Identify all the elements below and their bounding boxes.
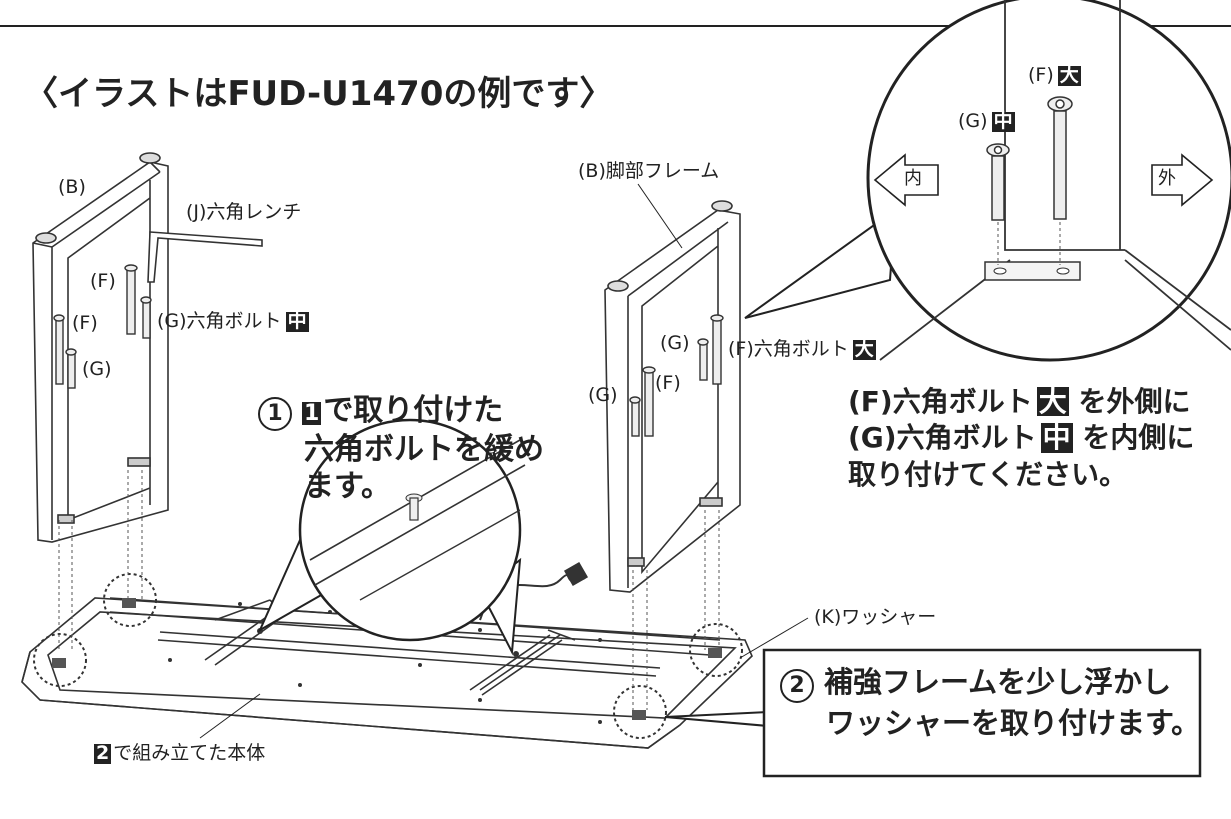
label-f-right: (F)六角ボルト大: [728, 338, 876, 360]
right-bolts: [629, 314, 724, 437]
note-line-2-pre: (G)六角ボルト: [848, 421, 1037, 455]
zoom-label-f-box: 大: [1057, 64, 1081, 86]
page-title: 〈イラストはFUD-U1470の例です〉: [24, 74, 614, 114]
step1-number: 1: [258, 397, 292, 431]
step1-magnifier: [257, 418, 526, 656]
left-leg-frame: [32, 152, 169, 543]
label-g-left-lower: (G): [82, 358, 112, 380]
zoom-label-f-text: (F): [1028, 64, 1054, 86]
step2-line-1: 2 補強フレームを少し浮かし: [780, 662, 1200, 703]
label-f-right-size-box: 大: [852, 338, 876, 360]
zoom-bolt-f: [1047, 96, 1073, 220]
zoom-label-f: (F)大: [1028, 64, 1081, 86]
right-guides: [632, 510, 720, 710]
body-rim: [21, 651, 681, 749]
note-line-1: (F)六角ボルト大 を外側に: [848, 384, 1194, 420]
label-b-left: (B): [58, 176, 86, 198]
body-inner-edge: [47, 611, 737, 719]
reinforce-cross: [204, 603, 563, 696]
label-body-num-box: 2: [94, 742, 112, 764]
zoom-plate: [984, 261, 1081, 281]
label-f-right-lower: (F): [655, 372, 681, 394]
body-leader: [199, 693, 261, 739]
step2-number: 2: [780, 669, 814, 703]
k-leader: [739, 617, 809, 659]
left-bolts: [53, 264, 152, 389]
zoom-label-g-box: 中: [991, 110, 1015, 132]
note-line-1-box: 大: [1036, 385, 1069, 418]
b-right-leader: [637, 183, 683, 249]
note-line-2: (G)六角ボルト中 を内側に: [848, 420, 1194, 456]
step1-ref-box: 1: [302, 401, 322, 426]
label-f-lower: (F): [72, 312, 98, 334]
outside-arrow-icon: [1151, 153, 1214, 207]
label-f-upper: (F): [90, 270, 116, 292]
step2-box: [762, 648, 1202, 778]
zoom-label-g-text: (G): [958, 110, 988, 132]
right-leg-frame: [604, 200, 741, 593]
hex-wrench: [147, 231, 263, 283]
washer-circle-3: [689, 623, 743, 677]
inside-arrow-icon: [873, 153, 939, 207]
note-line-3: 取り付けてください。: [848, 457, 1128, 491]
note-line-1-pre: (F)六角ボルト: [848, 385, 1033, 418]
label-j: (J)六角レンチ: [186, 201, 302, 223]
note-line-1-post: を外側に: [1078, 385, 1191, 418]
label-g-left-size-box: 中: [285, 310, 309, 332]
mounting-note: (F)六角ボルト大 を外側に (G)六角ボルト中 を内側に 取り付けてください。: [848, 384, 1194, 493]
label-g-left: (G)六角ボルト中: [157, 310, 309, 332]
step2-text-1: 補強フレームを少し浮かし: [824, 665, 1172, 699]
zoom-bolt-g: [986, 143, 1010, 221]
washer-circle-2: [33, 633, 87, 687]
label-b-right: (B)脚部フレーム: [578, 160, 720, 182]
step1-text-1: で取り付けた: [323, 393, 504, 428]
label-k: (K)ワッシャー: [814, 606, 937, 628]
label-body-text: で組み立てた本体: [113, 742, 266, 764]
zoom-label-outside: 外: [1158, 168, 1176, 189]
step1-line-3: ます。: [304, 469, 391, 505]
label-g-right-lower: (G): [588, 384, 618, 406]
step2-instruction: 2 補強フレームを少し浮かし ワッシャーを取り付けます。: [780, 662, 1200, 744]
note-line-2-box: 中: [1040, 421, 1073, 455]
step1-line-2: 六角ボルトを緩め: [304, 432, 544, 467]
table-body: [21, 561, 753, 749]
body-long-rib: [157, 631, 661, 677]
cable-plug: [563, 561, 589, 587]
zoom-label-g: (G)中: [958, 110, 1015, 132]
zoom-label-inside: 内: [904, 168, 922, 189]
washer-circle-4: [613, 685, 667, 739]
left-guides: [58, 470, 143, 650]
label-f-right-text: (F)六角ボルト: [728, 338, 849, 360]
step2-line-2: ワッシャーを取り付けます。: [826, 706, 1201, 741]
label-g-left-text: (G)六角ボルト: [157, 310, 282, 332]
washer-circle-1: [103, 573, 157, 627]
zoom-callout: [744, 0, 1231, 362]
label-g-right-upper: (G): [660, 332, 690, 354]
note-line-2-post: を内側に: [1082, 421, 1195, 455]
